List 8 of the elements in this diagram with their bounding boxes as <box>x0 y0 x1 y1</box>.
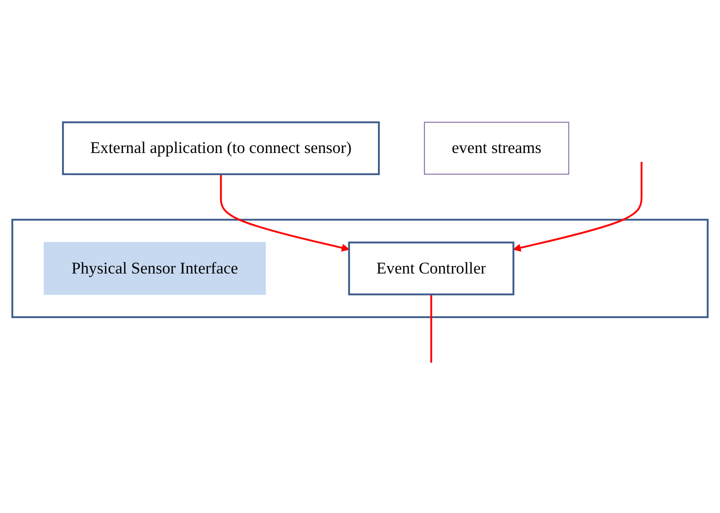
arrow <box>220 174 350 252</box>
connector <box>430 294 432 364</box>
node-box: External application (to connect sensor) <box>62 122 380 176</box>
cluster <box>11 219 709 318</box>
arrow <box>513 162 642 252</box>
node-box: Physical Sensor Interface <box>44 242 266 296</box>
node-box: Event Controller <box>348 242 514 296</box>
node-box: event streams <box>424 122 570 175</box>
